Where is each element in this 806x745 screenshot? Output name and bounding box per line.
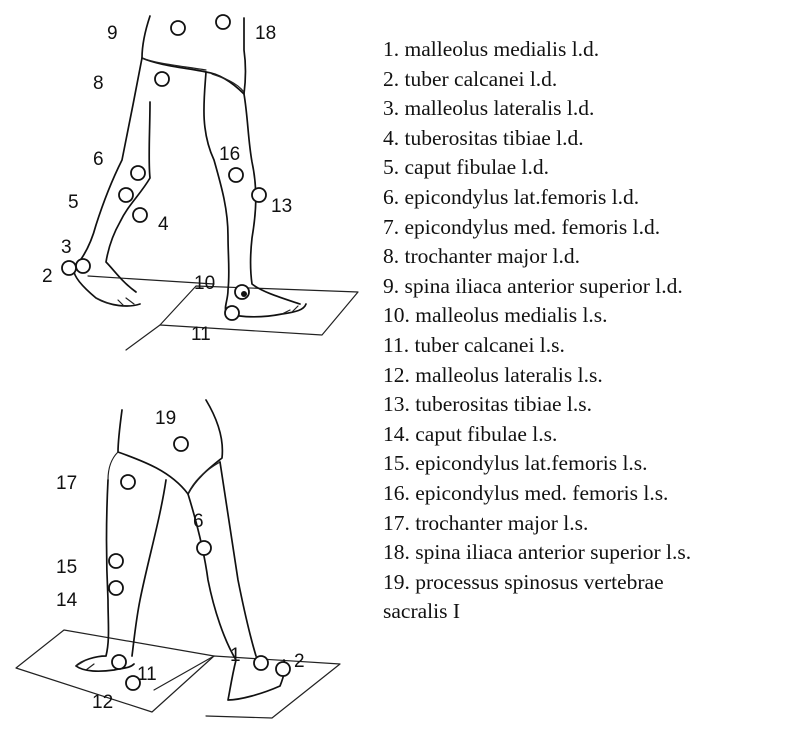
legend-item-4: 4. tuberositas tibiae l.d.: [383, 124, 803, 154]
bottom-marker-6: [197, 541, 211, 555]
bottom-left-plate: [16, 630, 214, 712]
legend-item-2: 2. tuber calcanei l.d.: [383, 65, 803, 95]
legend-item-19: 19. processus spinosus vertebrae: [383, 568, 803, 598]
bottom-label-15: 15: [56, 557, 77, 578]
top-marker-13: [252, 188, 266, 202]
top-label-5: 5: [68, 192, 79, 213]
bottom-label-14: 14: [56, 590, 78, 611]
top-label-16: 16: [219, 144, 240, 165]
top-marker-8: [155, 72, 169, 86]
bottom-right-plate: [154, 656, 340, 718]
legend-item-7: 7. epicondylus med. femoris l.d.: [383, 213, 803, 243]
top-marker-9: [171, 21, 185, 35]
legend-item-10: 10. malleolus medialis l.s.: [383, 301, 803, 331]
top-label-10: 10: [194, 273, 215, 294]
top-marker-4: [133, 208, 147, 222]
marker-legend: 1. malleolus medialis l.d. 2. tuber calc…: [383, 35, 803, 627]
bottom-marker-15: [109, 554, 123, 568]
top-marker-10-dot: [241, 291, 247, 297]
bottom-label-12: 12: [92, 692, 113, 713]
top-label-2: 2: [42, 266, 53, 287]
top-marker-3: [76, 259, 90, 273]
top-marker-18: [216, 15, 230, 29]
top-floor-plate: [160, 286, 358, 335]
legend-item-15: 15. epicondylus lat.femoris l.s.: [383, 449, 803, 479]
legend-item-16: 16. epicondylus med. femoris l.s.: [383, 479, 803, 509]
legend-item-18: 18. spina iliaca anterior superior l.s.: [383, 538, 803, 568]
legend-item-13: 13. tuberositas tibiae l.s.: [383, 390, 803, 420]
legend-item-17: 17. trochanter major l.s.: [383, 509, 803, 539]
top-label-4: 4: [158, 214, 169, 235]
bottom-marker-1: [254, 656, 268, 670]
bottom-marker-17: [121, 475, 135, 489]
legend-item-14: 14. caput fibulae l.s.: [383, 420, 803, 450]
bottom-left-leg: [76, 480, 166, 671]
bottom-marker-2: [276, 662, 290, 676]
bottom-figure: 19 17 6 15 14 1 2 11 12: [16, 400, 340, 718]
top-label-9: 9: [107, 23, 118, 44]
top-marker-2: [62, 261, 76, 275]
bottom-label-1: 1: [230, 645, 241, 666]
legend-item-19-continued: sacralis I: [383, 597, 803, 627]
top-label-6: 6: [93, 149, 104, 170]
top-label-8: 8: [93, 73, 104, 94]
top-marker-5: [119, 188, 133, 202]
top-label-18: 18: [255, 23, 276, 44]
legend-item-11: 11. tuber calcanei l.s.: [383, 331, 803, 361]
top-label-13: 13: [271, 196, 292, 217]
top-label-3: 3: [61, 237, 72, 258]
bottom-label-19: 19: [155, 408, 176, 429]
legend-item-6: 6. epicondylus lat.femoris l.d.: [383, 183, 803, 213]
bottom-marker-19: [174, 437, 188, 451]
top-marker-11: [225, 306, 239, 320]
bottom-marker-14: [109, 581, 123, 595]
bottom-label-2: 2: [294, 651, 305, 672]
bottom-label-17: 17: [56, 473, 77, 494]
bottom-marker-11: [112, 655, 126, 669]
bottom-label-11: 11: [137, 664, 157, 685]
top-figure: 9 18 8 6 16 5 13 4 3 2 10 11: [42, 15, 358, 350]
top-label-11: 11: [191, 324, 211, 345]
legend-item-12: 12. malleolus lateralis l.s.: [383, 361, 803, 391]
legend-item-9: 9. spina iliaca anterior superior l.d.: [383, 272, 803, 302]
bottom-label-6: 6: [193, 511, 204, 532]
legend-item-8: 8. trochanter major l.d.: [383, 242, 803, 272]
legend-item-5: 5. caput fibulae l.d.: [383, 153, 803, 183]
legend-item-1: 1. malleolus medialis l.d.: [383, 35, 803, 65]
top-marker-16: [229, 168, 243, 182]
legend-item-3: 3. malleolus lateralis l.d.: [383, 94, 803, 124]
top-marker-6: [131, 166, 145, 180]
